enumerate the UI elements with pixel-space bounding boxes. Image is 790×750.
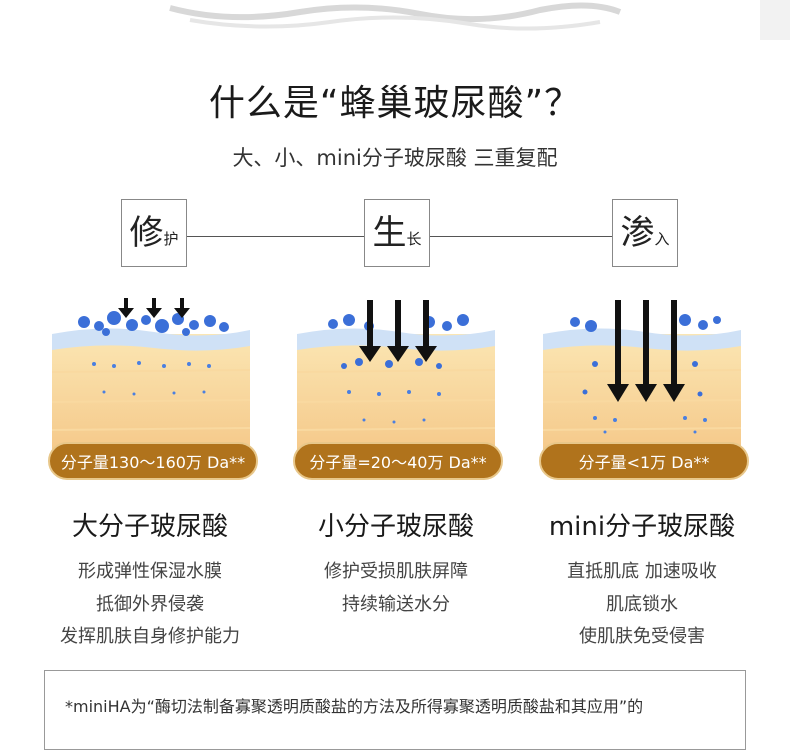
- column-desc-line: 直抵肌底 加速吸收: [567, 561, 717, 582]
- keyword-small: 护: [163, 230, 179, 248]
- column-desc-line: 持续输送水分: [342, 594, 450, 615]
- column-desc-line: 使肌肤免受侵害: [579, 626, 705, 647]
- column-desc-line: 抵御外界侵袭: [96, 594, 204, 615]
- keyword-big: 修: [129, 213, 164, 253]
- footnote-text: *miniHA为“酶切法制备寡聚透明质酸盐的方法及所得寡聚透明质酸盐和其应用”的: [65, 697, 644, 716]
- column-desc-line: 发挥肌肤自身修护能力: [60, 626, 240, 647]
- keyword-box-penetrate: 渗入: [612, 199, 678, 267]
- column-heading-mini: mini分子玻尿酸: [548, 512, 736, 542]
- column-heading-small: 小分子玻尿酸: [317, 512, 474, 542]
- column-desc-line: 修护受损肌肤屏障: [324, 561, 468, 582]
- keyword-box-grow: 生长: [364, 199, 430, 267]
- keyword-big: 生: [372, 213, 407, 253]
- molecular-weight-badge: 分子量<1万 Da**: [539, 442, 749, 480]
- skin-diagram-mini: 分子量<1万 Da**: [535, 292, 749, 482]
- molecular-weight-badge: 分子量=20～40万 Da**: [293, 442, 503, 480]
- footnote-box: *miniHA为“酶切法制备寡聚透明质酸盐的方法及所得寡聚透明质酸盐和其应用”的: [44, 670, 746, 750]
- page-subtitle: 大、小、mini分子玻尿酸 三重复配: [232, 146, 558, 170]
- page-title: 什么是“蜂巢玻尿酸”？: [208, 83, 582, 124]
- keyword-box-repair: 修护: [121, 199, 187, 267]
- connector-line: [187, 236, 364, 237]
- molecular-weight-badge: 分子量130～160万 Da**: [48, 442, 258, 480]
- connector-line: [430, 236, 612, 237]
- column-heading-large: 大分子玻尿酸: [71, 512, 228, 542]
- top-decoration: [0, 0, 790, 40]
- column-desc-line: 形成弹性保湿水膜: [78, 561, 222, 582]
- keyword-small: 入: [654, 230, 670, 248]
- keyword-small: 长: [406, 230, 422, 248]
- skin-diagram-small: 分子量=20～40万 Da**: [289, 292, 503, 482]
- skin-diagram-large: 分子量130～160万 Da**: [44, 292, 258, 482]
- keyword-big: 渗: [620, 213, 655, 253]
- column-desc-line: 肌底锁水: [606, 594, 678, 615]
